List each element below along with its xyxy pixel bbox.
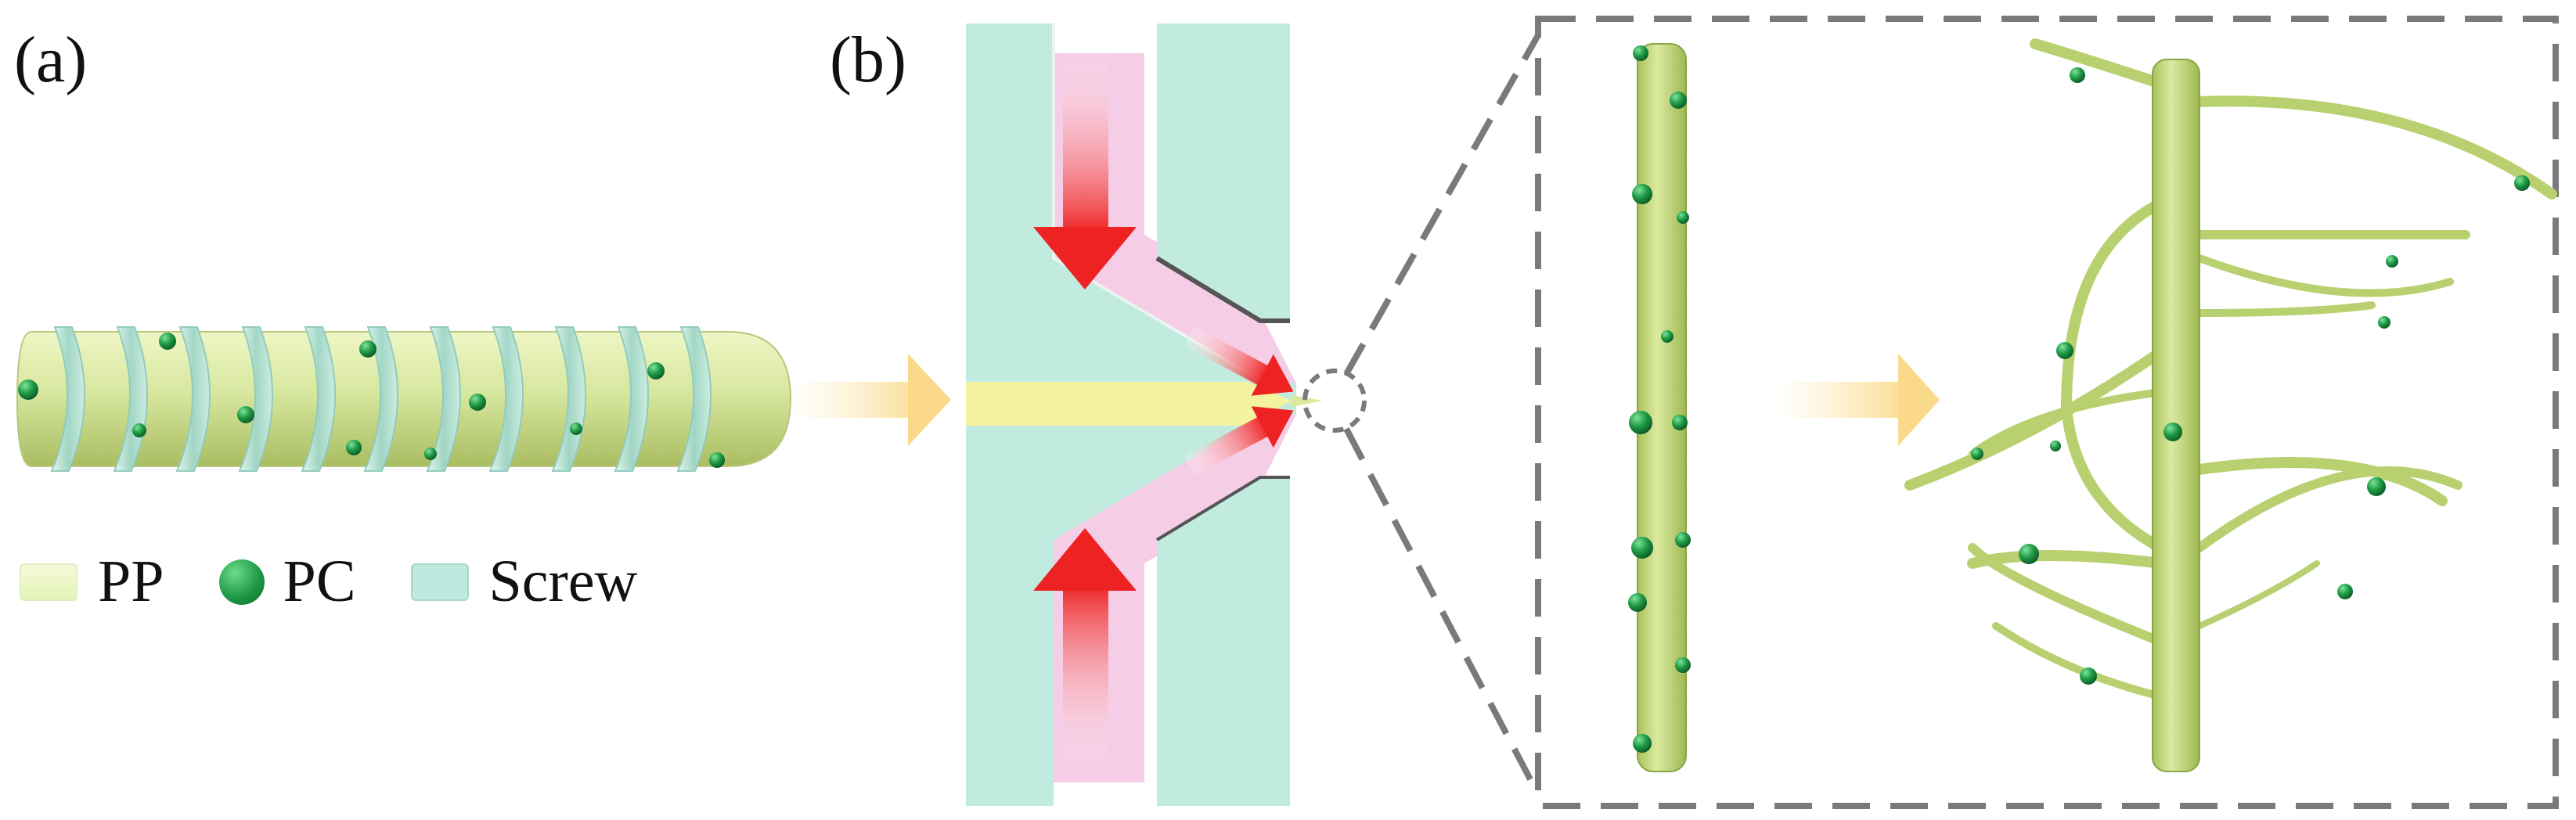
screw-icon [16,326,792,472]
pc-particle [570,423,582,435]
fiber-branch [2030,38,2174,92]
process-arrow-icon [791,354,951,446]
fiber-branch [1968,543,2165,646]
pc-particle [1632,184,1652,204]
pc-particle [1633,734,1652,753]
pc-particle [647,362,665,379]
fiber-branch [1969,387,2172,458]
pc-particle [1675,532,1691,548]
flow-arrow-icon [1033,47,1294,771]
pc-particle [2056,342,2073,359]
screw-thread [488,326,524,472]
fiber-branch [2196,301,2376,317]
fiber-branch [1904,347,2166,491]
fiber-branch [2194,457,2448,506]
pp-swatch-icon [20,563,77,601]
screw-thread [50,326,85,472]
fiber-branch [2194,95,2557,200]
pc-dot-icon [218,559,265,605]
pc-particle [2163,423,2182,441]
pc-particle [1670,92,1687,109]
pc-particle [1631,537,1653,559]
pc-particle [1677,211,1689,224]
pc-particle [1628,593,1647,612]
pc-particle [2080,667,2097,685]
fiber-icon [1628,43,1691,772]
fiber-branch [2196,560,2320,629]
pc-particle [18,379,38,400]
pc-particle [2337,584,2353,599]
pc-particle [159,333,176,350]
die-icon [966,23,1323,806]
legend-item-pp: PP [20,548,164,616]
pc-particle [2070,67,2085,83]
pc-particle [359,340,376,358]
process-arrow-icon [1777,354,1940,446]
screw-thread [238,326,273,472]
legend-label-screw: Screw [488,548,638,614]
pc-particle [1672,415,1688,430]
pc-particle [2514,175,2530,191]
pc-particle [424,448,437,460]
pc-particle [1629,411,1652,434]
pc-particle [2378,316,2390,329]
screw-thread [363,326,398,472]
pc-particle [709,452,725,468]
fiber-branch [2195,466,2463,552]
pc-particle [1675,657,1691,673]
pc-particle [2386,255,2398,268]
pc-particle [237,406,254,423]
legend-item-pc: PC [218,548,356,616]
pc-particle [1971,448,1983,460]
fiber-branch [2196,254,2454,297]
legend-label-pp: PP [98,548,164,614]
screw-thread [676,326,712,472]
pc-particle [2050,441,2061,451]
screw-swatch-icon [410,563,469,601]
screw-thread [551,326,586,472]
screw-thread [301,326,336,472]
screw-thread [426,326,461,472]
fiber-branch [1967,550,2166,569]
pc-particle [2019,544,2039,564]
pc-particle [1633,45,1648,61]
pc-particle [346,440,362,455]
pc-particle [1661,330,1673,343]
pc-particle [469,394,486,411]
legend: PP PC Screw [20,548,692,616]
screw-thread [614,326,649,472]
branched-fiber-icon [1904,38,2557,772]
legend-label-pc: PC [283,548,356,614]
panel-label-a: (a) [14,23,88,96]
pc-particle [2367,477,2386,496]
fiber-branch [2060,198,2166,553]
legend-item-screw: Screw [410,548,638,616]
panel-label-b: (b) [830,23,906,96]
fiber-branch [1992,622,2164,700]
screw-thread [175,326,211,472]
pc-particle [132,423,146,437]
